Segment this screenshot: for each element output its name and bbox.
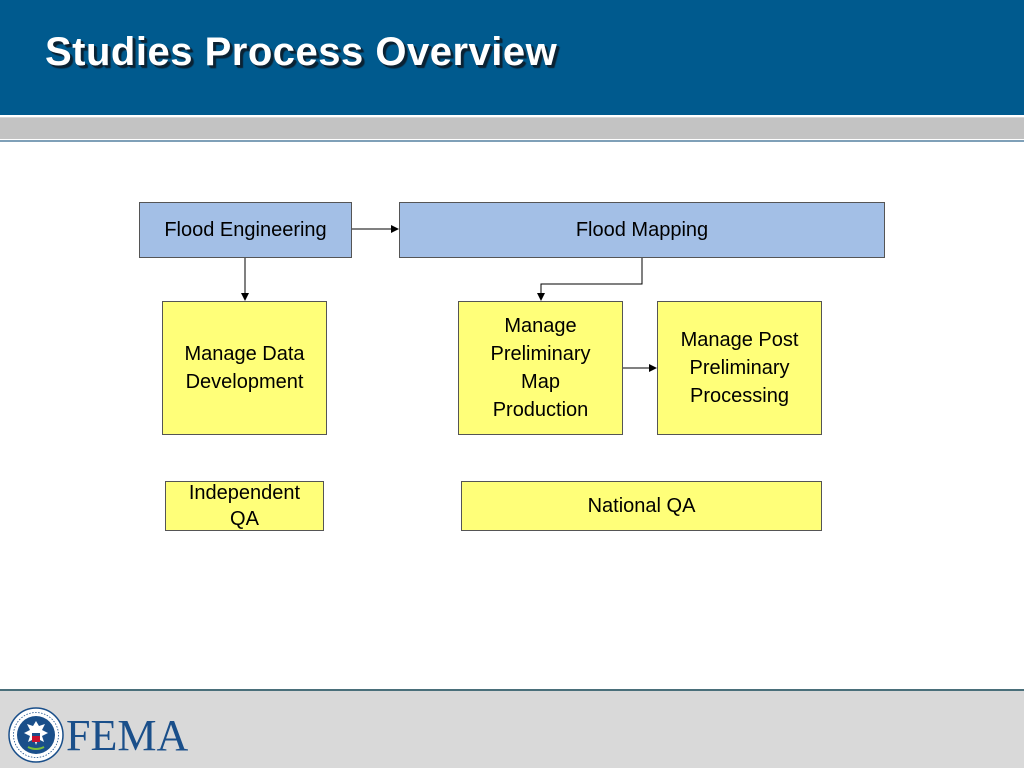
node-manage-preliminary-map-production-label: Manage Preliminary Map Production [490, 315, 591, 421]
dhs-seal-icon [8, 707, 64, 763]
node-independent-qa-label: Independent QA [188, 482, 301, 530]
fema-logo: FEMA [66, 711, 189, 760]
node-manage-post-preliminary-processing: Manage Post Preliminary Processing [657, 301, 822, 435]
node-national-qa-label: National QA [587, 495, 696, 517]
title-bar: Studies Process Overview [0, 0, 1024, 115]
header-divider-band [0, 117, 1024, 139]
node-independent-qa: Independent QA [165, 481, 324, 531]
footer-bar [0, 691, 1024, 768]
node-manage-preliminary-map-production: Manage Preliminary Map Production [458, 301, 623, 435]
node-flood-mapping-label: Flood Mapping [575, 219, 709, 241]
slide-title: Studies Process Overview [45, 30, 558, 74]
node-flood-engineering-label: Flood Engineering [164, 219, 327, 241]
footer-divider [0, 689, 1024, 691]
edge-flood-mapping-to-manage-preliminary-map-production [537, 258, 643, 301]
node-manage-data-development-label: Manage Data Development [184, 343, 305, 393]
node-flood-engineering: Flood Engineering [139, 202, 352, 258]
node-flood-mapping: Flood Mapping [399, 202, 885, 258]
header-divider-line [0, 140, 1024, 142]
node-manage-data-development: Manage Data Development [162, 301, 327, 435]
node-manage-post-preliminary-processing-label: Manage Post Preliminary Processing [680, 329, 799, 407]
node-national-qa: National QA [461, 481, 822, 531]
